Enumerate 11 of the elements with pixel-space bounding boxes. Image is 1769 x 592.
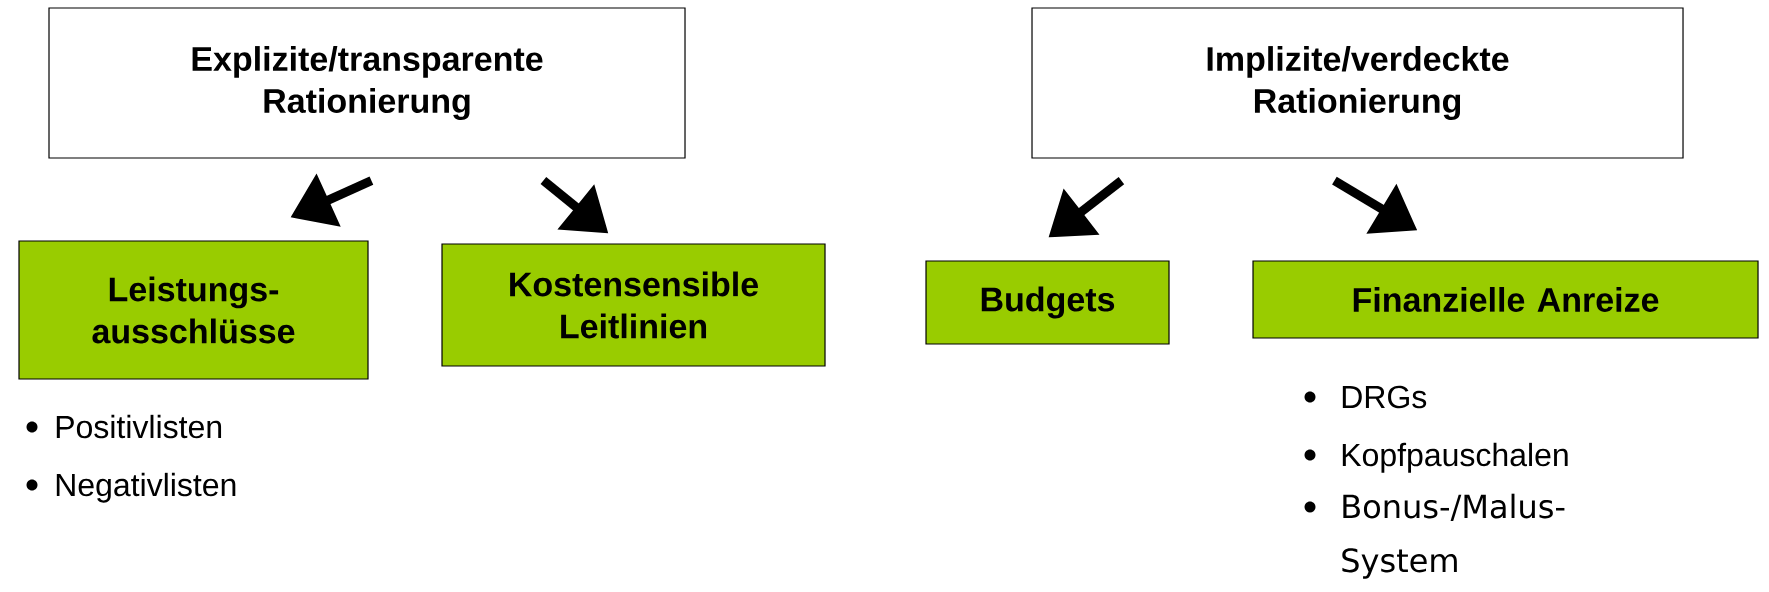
text-box: Implizite/verdeckte Rationierung (1031, 7, 1684, 159)
list-item: Bonus-/Malus-System (1342, 493, 1565, 579)
list-item: Negativlisten (56, 472, 236, 503)
list-item: Kopfpauschalen (1342, 442, 1568, 473)
text-box: Explizite/transparente Rationierung (48, 7, 686, 159)
text-box: Leistungs-ausschlüsse (18, 240, 369, 380)
list-item: DRGs (1342, 385, 1427, 409)
text-box: Kostensensible Leitlinien (441, 243, 826, 367)
text-box: Budgets (925, 260, 1170, 345)
list-item: Positivlisten (56, 414, 222, 439)
text-box: Finanzielle Anreize (1252, 260, 1759, 339)
